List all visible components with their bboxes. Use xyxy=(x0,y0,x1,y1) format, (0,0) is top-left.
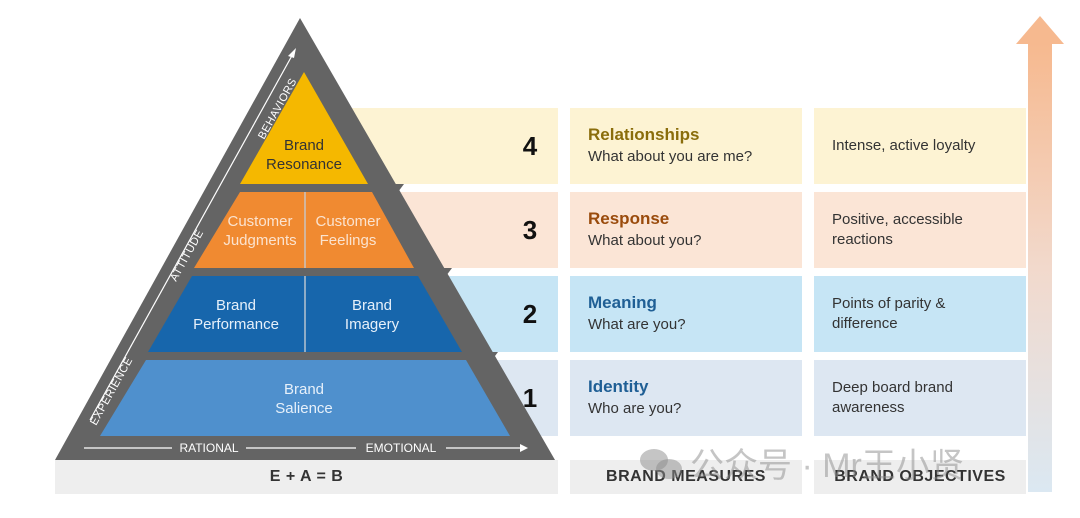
measure-cell-3: Response What about you? xyxy=(570,192,802,268)
measure-cell-2: Meaning What are you? xyxy=(570,276,802,352)
tier-shelf-2 xyxy=(146,352,498,360)
left-edge-arrowhead xyxy=(288,48,296,58)
objective-cell-4: Intense, active loyalty xyxy=(814,108,1026,184)
objective-text: Deep board brand awareness xyxy=(832,379,953,416)
measure-question: What about you? xyxy=(588,232,702,249)
level-number-2: 2 xyxy=(523,299,537,329)
footer-brand-objectives: BRAND OBJECTIVES xyxy=(814,460,1026,494)
measure-question: What about you are me? xyxy=(588,148,753,165)
feelings-line2: Feelings xyxy=(320,232,377,249)
objectives-arrow-shaft xyxy=(1028,44,1052,492)
left-edge-arrow xyxy=(89,51,295,421)
objective-cell-2: Points of parity & difference xyxy=(814,276,1026,352)
salience-line2: Salience xyxy=(275,400,333,417)
measure-question: What are you? xyxy=(588,316,686,333)
emotional-label: EMOTIONAL xyxy=(366,441,437,455)
performance-line2: Performance xyxy=(193,316,279,333)
measure-title: Identity xyxy=(588,377,649,396)
judgments-line2: Judgments xyxy=(223,232,296,249)
measure-title: Response xyxy=(588,209,670,228)
measure-cell-1: Identity Who are you? xyxy=(570,360,802,436)
measure-cell-4: Relationships What about you are me? xyxy=(570,108,802,184)
objectives-arrow-head xyxy=(1016,16,1064,44)
level-number-4: 4 xyxy=(523,131,538,161)
watermark-text: 公众号 · Mr王小贤 xyxy=(690,447,964,485)
wechat-icon xyxy=(640,445,684,481)
measure-title: Relationships xyxy=(588,125,700,144)
objective-text: Intense, active loyalty xyxy=(832,137,976,154)
measure-question: Who are you? xyxy=(588,400,682,417)
salience-line1: Brand xyxy=(284,381,324,398)
performance-line1: Brand xyxy=(216,297,256,314)
tier-brand-performance xyxy=(148,276,304,352)
level-number-1: 1 xyxy=(523,383,537,413)
objective-cell-3: Positive, accessible reactions xyxy=(814,192,1026,268)
footer-formula: E + A = B xyxy=(55,460,558,494)
footer-brand-measures: BRAND MEASURES xyxy=(570,460,802,494)
tier-brand-resonance xyxy=(240,72,368,184)
watermark: 公众号 · Mr王小贤 xyxy=(640,438,964,487)
tier-shelf-3 xyxy=(190,268,452,276)
objective-text: Positive, accessible reactions xyxy=(832,211,963,248)
tier-brand-salience xyxy=(100,360,510,436)
resonance-line2: Resonance xyxy=(266,156,342,173)
tier-customer-feelings xyxy=(306,192,414,268)
imagery-line2: Imagery xyxy=(345,316,400,333)
tier-customer-judgments xyxy=(194,192,304,268)
rational-label: RATIONAL xyxy=(179,441,238,455)
bottom-edge-arrowhead xyxy=(520,444,528,452)
tier-shelf-4 xyxy=(240,184,404,192)
tier-brand-imagery xyxy=(306,276,462,352)
level-number-3: 3 xyxy=(523,215,537,245)
measure-title: Meaning xyxy=(588,293,657,312)
imagery-line1: Brand xyxy=(352,297,392,314)
judgments-line1: Customer xyxy=(227,213,292,230)
feelings-line1: Customer xyxy=(315,213,380,230)
objective-text: Points of parity & difference xyxy=(832,295,946,332)
resonance-line1: Brand xyxy=(284,137,324,154)
objective-cell-1: Deep board brand awareness xyxy=(814,360,1026,436)
